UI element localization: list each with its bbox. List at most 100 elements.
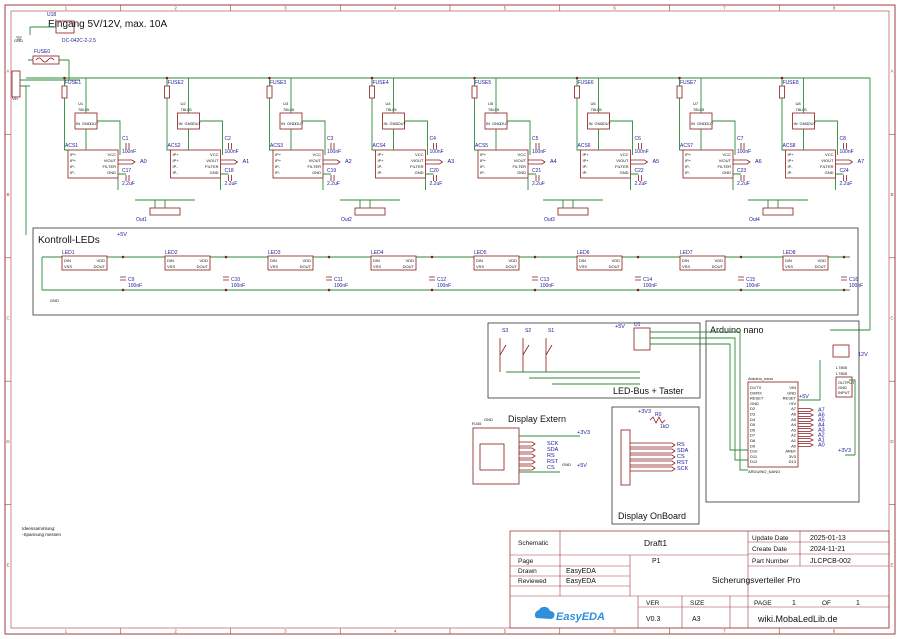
fuse <box>676 85 683 99</box>
cap2-ref: C18 <box>225 168 234 174</box>
fuse <box>61 85 68 99</box>
onboard-net-flag <box>630 466 676 472</box>
arduino-pin-left: GND <box>750 401 759 406</box>
arduino-pin-right: A4 <box>791 422 797 427</box>
reg-ref: U2 <box>181 101 187 106</box>
resistor-symbol <box>649 416 666 424</box>
acs-pin-right: VIOUT <box>821 158 834 163</box>
tb-ver-label: VER <box>646 600 660 607</box>
tb-ver-value: V0.3 <box>646 616 661 623</box>
cap2-ref: C21 <box>532 168 541 174</box>
bus-connector-ref: U1 <box>634 322 641 328</box>
fuse <box>471 85 478 99</box>
led-pin-dout: DOUT <box>94 264 106 269</box>
led-pin-vss: VSS <box>373 264 381 269</box>
ext-net-label: RST <box>547 459 559 465</box>
junction <box>224 288 228 292</box>
channel-out-net: A7 <box>858 159 865 165</box>
regulator-pin-out: OUTPUT <box>838 380 855 385</box>
acs-pin-right: GND <box>517 170 526 175</box>
led-body <box>370 255 417 271</box>
arduino-section-box <box>705 320 860 503</box>
tb-project: Sicherungsverteiler Pro <box>712 575 801 585</box>
fuse <box>266 85 273 99</box>
frame-col-bottom: 5 <box>504 629 507 634</box>
fuse-wire <box>371 78 376 151</box>
acs-pin-left: IP- <box>378 164 384 169</box>
reg-pin-out: OUT <box>193 121 202 126</box>
led-body <box>679 255 726 271</box>
led-ref: LED4 <box>371 250 384 256</box>
led-cap-symbol <box>429 276 435 281</box>
acs-pin-right: FILTER <box>205 164 219 169</box>
led-body <box>473 255 520 271</box>
acs-pin-right: VCC <box>108 152 117 157</box>
vin-connector-2 <box>832 344 850 358</box>
frame-col-bottom: 4 <box>394 629 397 634</box>
acs-pin-right: VIOUT <box>616 158 629 163</box>
reg-value: 78L05 <box>693 107 705 112</box>
channel-wires <box>290 78 331 190</box>
reg-pin-gnd: GND <box>595 121 604 126</box>
led-pin-vss: VSS <box>270 264 278 269</box>
fuse-wire <box>679 78 683 151</box>
led-pin-din: DIN <box>167 258 174 263</box>
led-cap-value: 100nF <box>437 283 451 289</box>
onboard-res-value: 1kΩ <box>660 424 669 430</box>
arduino-footer: ARDUINO_NANO <box>748 469 780 474</box>
led-body <box>782 255 829 271</box>
output-flag <box>323 159 341 165</box>
reg-value: 78L05 <box>283 107 295 112</box>
vin-label: Vin <box>12 96 18 101</box>
junction <box>575 76 579 80</box>
reg-pin-in: IN <box>76 121 80 126</box>
led-section-title: Kontroll-LEDs <box>38 235 100 246</box>
analog-net: A1 <box>818 438 825 444</box>
onboard-vcc: +3V3 <box>638 409 651 415</box>
output-flag <box>425 159 444 165</box>
cap1-value: 100nF <box>532 149 546 155</box>
title-block-frame <box>509 530 890 629</box>
output-2: Out2 <box>340 199 400 223</box>
led-pin-dout: DOUT <box>197 264 209 269</box>
acs-pin-right: GND <box>210 170 219 175</box>
arduino-pin-right: +5V <box>789 401 797 406</box>
current-sensor <box>785 149 836 179</box>
led-pin-vdd: VDD <box>715 258 724 263</box>
arduino-pin-right: RESET <box>783 396 797 401</box>
frame-col-top: 1 <box>65 6 68 11</box>
led-cap-ref: C9 <box>128 277 135 283</box>
fuse-ref: FUSE1 <box>65 80 81 86</box>
acs-pin-left: IP+ <box>275 158 282 163</box>
reg-pin-out: OUT <box>705 121 714 126</box>
led-cap-ref: C13 <box>540 277 549 283</box>
arduino-pin-right: A6 <box>791 412 797 417</box>
onboard-net-flag <box>630 454 676 460</box>
acs-pin-left: IP+ <box>685 152 692 157</box>
fuse-ref: FUSE4 <box>373 80 389 86</box>
led-pin-vss: VSS <box>64 264 72 269</box>
reg-ref: U3 <box>283 101 289 106</box>
acs-pin-right: VIOUT <box>514 158 527 163</box>
tb-reviewed-label: Reviewed <box>518 578 547 585</box>
tb-part-value: JLCPCB-002 <box>810 558 851 565</box>
junction <box>739 255 743 259</box>
arduino-pin-left: D10 <box>750 449 758 454</box>
cap2-ref: C23 <box>737 168 746 174</box>
reg-pin-gnd: GND <box>697 121 706 126</box>
switch-symbols <box>499 338 553 372</box>
junction <box>678 76 681 80</box>
acs-ref: ACS3 <box>270 143 283 149</box>
output-connector <box>762 207 794 216</box>
led-pin-dout: DOUT <box>403 264 415 269</box>
cap2-ref: C24 <box>840 168 849 174</box>
arduino-vcc: +5V <box>799 394 809 400</box>
acs-pin-right: FILTER <box>410 164 424 169</box>
cap1-value: 100nF <box>225 149 239 155</box>
reg-ref: U7 <box>693 101 699 106</box>
